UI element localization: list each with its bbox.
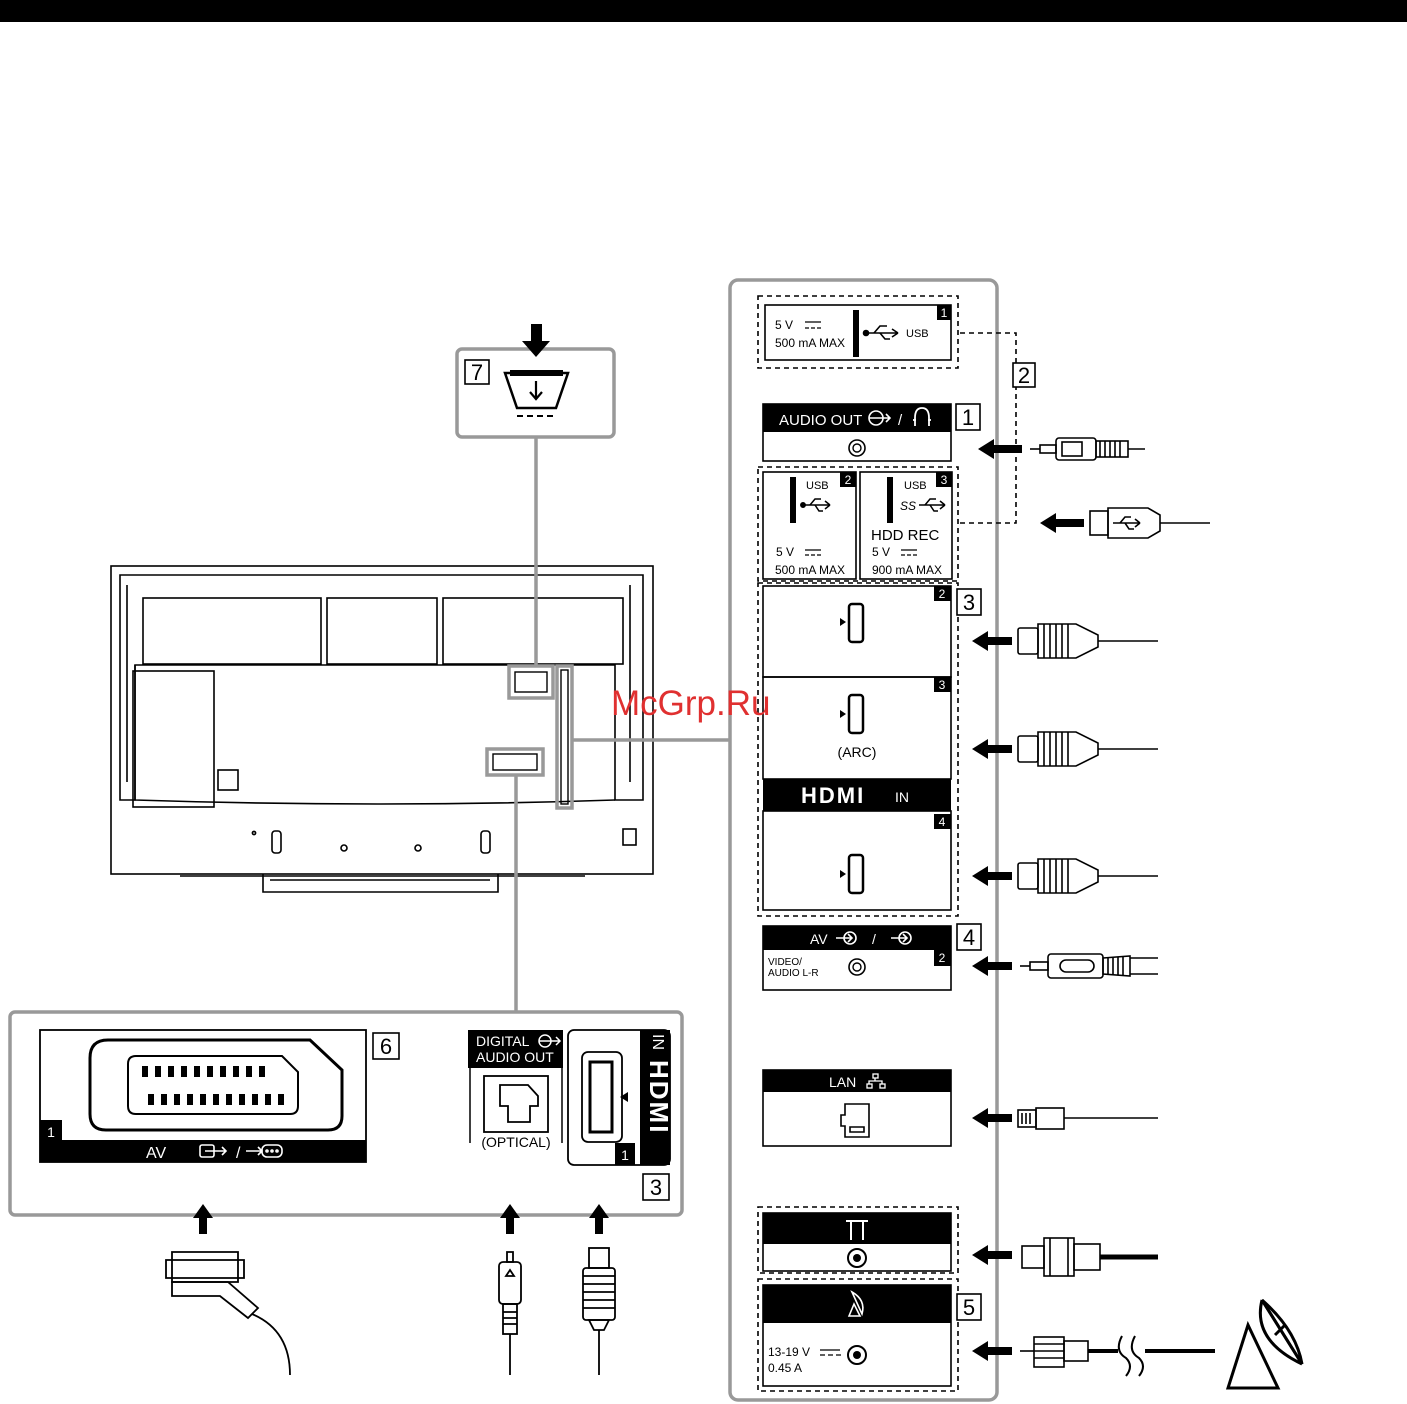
callout-7-label: 7 <box>471 360 483 385</box>
callout-5-label: 5 <box>963 1295 975 1320</box>
lan-panel: LAN <box>763 1070 951 1146</box>
usb2-usb3-panel: 2 USB 5 V 500 mA MAX 3 USB SS HDD REC 5 … <box>758 467 958 581</box>
hdmi1-port <box>582 1052 622 1142</box>
svg-text:1: 1 <box>621 1147 629 1163</box>
svg-text:500 mA MAX: 500 mA MAX <box>775 336 845 350</box>
av-panel: AV / VIDEO/ AUDIO L-R 2 <box>763 926 951 990</box>
satellite-dish-icon <box>1228 1300 1302 1388</box>
cable-plugs <box>1018 438 1302 1388</box>
watermark: McGrp.Ru <box>611 684 770 723</box>
callout-3-label: 3 <box>963 590 975 615</box>
scart-panel: 1 AV / <box>40 1030 366 1162</box>
usb1-port-panel: 1 5 V 500 mA MAX USB <box>758 296 958 368</box>
tv-highlight-bottom <box>487 749 543 775</box>
callout-1-label: 1 <box>962 405 974 430</box>
hdmi-logo: HDMI <box>801 783 865 808</box>
svg-text:4: 4 <box>939 815 946 829</box>
hdmi-plug-4 <box>1018 859 1158 893</box>
headphone-plug <box>1030 438 1145 460</box>
hdmi-plug-3 <box>1018 732 1158 766</box>
svg-text:AUDIO OUT: AUDIO OUT <box>476 1049 554 1065</box>
callout-2-label: 2 <box>1018 363 1030 388</box>
svg-text:500 mA MAX: 500 mA MAX <box>775 563 845 577</box>
svg-text:SS: SS <box>900 499 916 513</box>
usb-plug <box>1090 508 1210 538</box>
scart-plug <box>166 1252 290 1375</box>
svg-text:1: 1 <box>941 306 948 320</box>
svg-text:5 V: 5 V <box>872 545 890 559</box>
hdmi-panel: 2 3 (ARC) HDMI IN 4 <box>758 583 958 916</box>
cable-arrows <box>972 439 1084 1361</box>
scart-connector <box>90 1040 342 1130</box>
svg-text:(ARC): (ARC) <box>838 744 877 760</box>
antenna-panel <box>758 1207 958 1273</box>
satellite-plug <box>1020 1336 1215 1376</box>
svg-text:/: / <box>236 1145 241 1162</box>
svg-text:AV: AV <box>146 1145 166 1162</box>
svg-text:DIGITAL: DIGITAL <box>476 1033 530 1049</box>
callout-4-label: 4 <box>963 925 975 950</box>
audio-out-panel: AUDIO OUT / <box>763 404 951 461</box>
svg-text:USB: USB <box>806 480 829 492</box>
av-plug <box>1020 954 1158 978</box>
svg-text:HDD REC: HDD REC <box>871 527 940 544</box>
hdmi-plug-1 <box>583 1248 615 1375</box>
lan-plug <box>1018 1108 1158 1129</box>
svg-text:LAN: LAN <box>829 1074 856 1090</box>
av-jack <box>849 959 865 975</box>
hdmi1-logo: HDMI <box>644 1060 674 1134</box>
hdmi1-panel: IN HDMI 1 <box>568 1030 674 1165</box>
svg-text:IN: IN <box>895 789 909 805</box>
svg-text:2: 2 <box>939 587 946 601</box>
callout-7-box: 7 <box>457 324 614 437</box>
callout-3b-label: 3 <box>650 1175 662 1200</box>
svg-text:(OPTICAL): (OPTICAL) <box>481 1134 550 1150</box>
tv-highlight-side <box>557 666 572 808</box>
svg-text:AUDIO L-R: AUDIO L-R <box>768 968 819 979</box>
svg-text:1: 1 <box>47 1124 55 1140</box>
optical-port <box>500 1085 538 1122</box>
svg-text:USB: USB <box>904 480 927 492</box>
digital-audio-panel: DIGITAL AUDIO OUT (OPTICAL) <box>468 1030 563 1150</box>
bottom-arrows <box>193 1204 609 1234</box>
svg-text:USB: USB <box>906 328 929 340</box>
svg-text:5 V: 5 V <box>775 318 793 332</box>
optical-plug <box>499 1252 521 1375</box>
usb-icon <box>864 326 899 339</box>
svg-text:900 mA MAX: 900 mA MAX <box>872 563 942 577</box>
hdmi-port-4 <box>840 855 863 893</box>
lan-jack <box>841 1104 869 1137</box>
svg-text:0.45 A: 0.45 A <box>768 1361 802 1375</box>
satellite-panel: 13-19 V 0.45 A <box>758 1279 958 1391</box>
hdmi-port-3 <box>840 695 863 733</box>
hdmi1-in-label: IN <box>649 1034 666 1050</box>
svg-text:3: 3 <box>941 473 948 487</box>
svg-text:2: 2 <box>845 473 852 487</box>
callout-6-label: 6 <box>380 1034 392 1059</box>
hdmi-plug-2 <box>1018 624 1158 658</box>
header-bar <box>0 0 1407 22</box>
svg-text:13-19 V: 13-19 V <box>768 1345 810 1359</box>
svg-text:3: 3 <box>939 678 946 692</box>
antenna-plug <box>1022 1238 1158 1276</box>
svg-text:/: / <box>872 931 876 947</box>
svg-text:5 V: 5 V <box>776 545 794 559</box>
svg-text:AV: AV <box>810 931 828 947</box>
svg-text:VIDEO/: VIDEO/ <box>768 957 802 968</box>
hdmi-port-2 <box>840 604 863 642</box>
audio-jack <box>849 440 865 456</box>
bottom-plugs <box>166 1248 615 1375</box>
svg-text:AUDIO OUT: AUDIO OUT <box>779 412 862 429</box>
svg-text:2: 2 <box>939 951 946 965</box>
